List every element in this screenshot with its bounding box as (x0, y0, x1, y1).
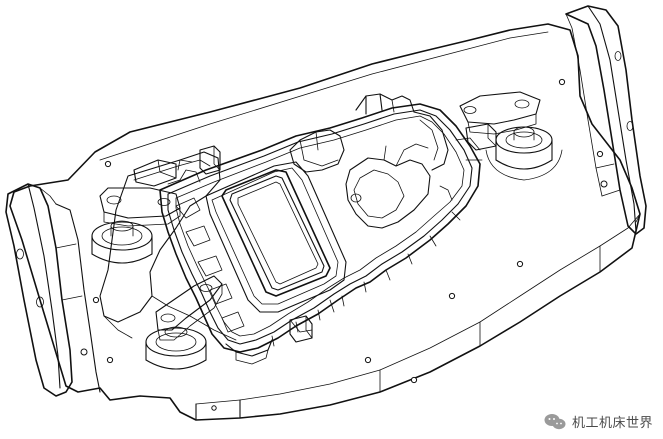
cast-housing (159, 93, 483, 365)
locating-blocks (133, 123, 497, 343)
clamp-arm-left-bottom (145, 275, 223, 370)
right-end-block (565, 5, 647, 235)
mounting-holes (92, 78, 604, 411)
watermark: 机工机床世界 (544, 412, 653, 431)
base-plate (9, 23, 641, 421)
wechat-icon (544, 413, 566, 429)
left-end-block (5, 183, 101, 397)
clamp-arm-left-top (91, 187, 181, 264)
clamp-arm-right (459, 91, 563, 181)
pocket-recess (99, 151, 237, 341)
watermark-text: 机工机床世界 (571, 416, 653, 431)
